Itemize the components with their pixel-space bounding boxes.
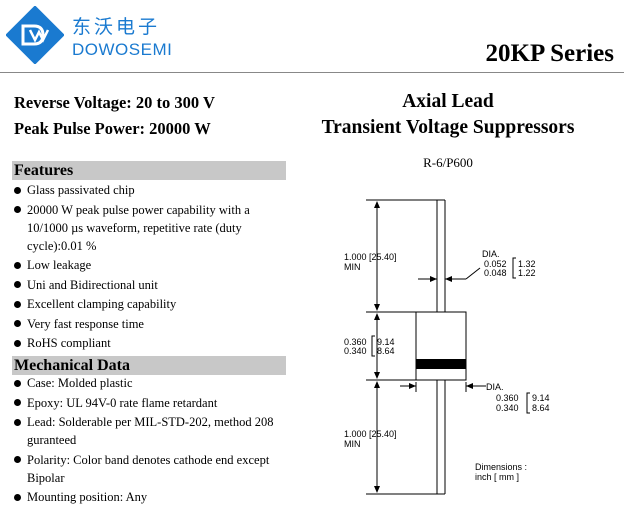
mechanical-list: Case: Molded plastic Epoxy: UL 94V-0 rat… [12,374,292,508]
body-length-max-mm: 9.14 [377,337,395,347]
units-note-line1: Dimensions : [475,462,527,472]
arrow-top-lead-down [374,304,380,311]
mechanical-item: Epoxy: UL 94V-0 rate flame retardant [12,394,292,412]
bracket-lead-dia [512,257,516,279]
brand-name-cn: 东沃电子 [72,16,161,38]
brand-name-en: DOWOSEMI [72,40,173,59]
body-length-max-in: 0.360 [344,337,367,347]
lead-dia-label: DIA. [482,249,500,259]
feature-item: 20000 W peak pulse power capability with… [12,201,292,255]
mechanical-item: Case: Molded plastic [12,374,292,392]
arrow-body-dia-right [466,383,473,389]
body-dia-max-in: 0.360 [496,393,519,403]
brand-logo-mark [5,5,65,65]
product-title-line2: Transient Voltage Suppressors [321,117,575,138]
feature-item: RoHS compliant [12,334,292,352]
cathode-band [416,359,466,369]
lead-dia-max-in: 0.052 [484,259,507,269]
lead-dia-max-mm: 1.32 [518,259,536,269]
arrow-body-dia-left [409,383,416,389]
arrow-bottom-lead-up [374,381,380,388]
logo-letter-w [28,29,50,43]
component-body [415,311,467,381]
lead-dia-min-mm: 1.22 [518,268,536,278]
arrow-body-down [374,372,380,379]
body-dia-min-mm: 8.64 [532,403,550,413]
arrow-top-lead-up [374,201,380,208]
bracket-body-length [371,335,375,357]
features-heading: Features [12,161,286,180]
peak-power-spec: Peak Pulse Power: 20000 W [14,119,211,138]
brand-logo [5,5,65,65]
mechanical-item: Lead: Solderable per MIL-STD-202, method… [12,413,292,449]
package-code: R-6/P600 [423,155,473,170]
arrow-lead-dia-left [430,276,437,282]
top-lead-length-label: 1.000 [25.40] [344,252,397,262]
lead-dia-min-in: 0.048 [484,268,507,278]
arrow-body-up [374,313,380,320]
mechanical-item: Mounting position: Any [12,488,292,506]
arrow-bottom-lead-down [374,486,380,493]
feature-item: Very fast response time [12,315,292,333]
product-title-line1: Axial Lead [402,91,494,112]
body-dia-max-mm: 9.14 [532,393,550,403]
top-lead-min-label: MIN [344,262,361,272]
feature-item: Glass passivated chip [12,181,292,199]
feature-item: Low leakage [12,256,292,274]
features-list: Glass passivated chip 20000 W peak pulse… [12,181,292,354]
body-length-min-in: 0.340 [344,346,367,356]
leader-lead-dia [465,267,481,280]
feature-item: Uni and Bidirectional unit [12,276,292,294]
header-divider [0,72,624,73]
series-title: 20KP Series [485,40,614,67]
feature-item: Excellent clamping capability [12,295,292,313]
bottom-lead-length-label: 1.000 [25.40] [344,429,397,439]
body-dia-min-in: 0.340 [496,403,519,413]
logo-letter-d [21,24,45,46]
arrow-lead-dia-right [445,276,452,282]
reverse-voltage-spec: Reverse Voltage: 20 to 300 V [14,93,215,112]
units-note-line2: inch [ mm ] [475,472,519,482]
mechanical-heading: Mechanical Data [12,356,286,375]
bottom-lead-min-label: MIN [344,439,361,449]
body-length-min-mm: 8.64 [377,346,395,356]
mechanical-item: Polarity: Color band denotes cathode end… [12,451,292,487]
body-dia-label: DIA. [486,382,504,392]
bracket-body-dia [526,392,530,414]
